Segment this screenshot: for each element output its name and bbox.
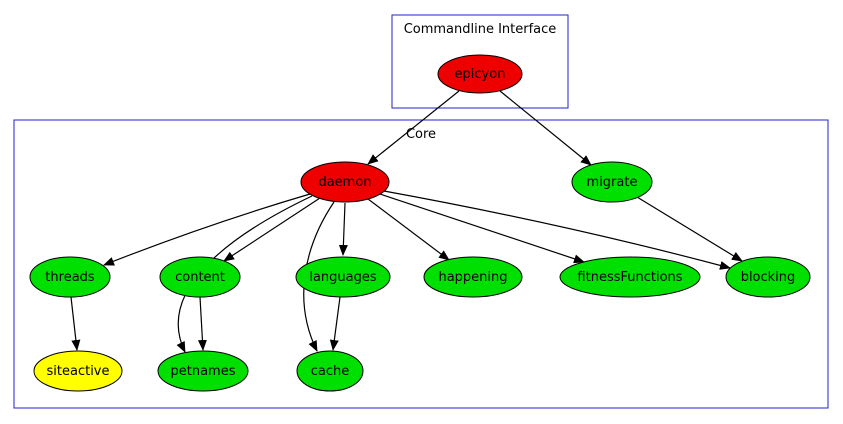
node-migrate-label: migrate bbox=[587, 175, 638, 190]
node-languages: languages bbox=[295, 256, 391, 298]
node-content-shape bbox=[159, 256, 241, 298]
edge-epicyon-daemon bbox=[367, 90, 460, 165]
edge-daemon-happening bbox=[367, 198, 450, 261]
node-fitnessFunctions-shape bbox=[559, 256, 701, 298]
edge-daemon-languages bbox=[338, 202, 348, 256]
node-threads-label: threads bbox=[45, 270, 95, 285]
node-languages-shape bbox=[295, 256, 391, 298]
edge-daemon-fitnessFunctions bbox=[379, 193, 585, 264]
node-blocking-shape bbox=[725, 256, 811, 298]
node-siteactive: siteactive bbox=[33, 350, 123, 392]
node-fitnessFunctions-label: fitnessFunctions bbox=[577, 270, 682, 285]
node-content: content bbox=[159, 256, 241, 298]
node-siteactive-shape bbox=[33, 350, 123, 392]
edge-daemon-content bbox=[223, 197, 321, 262]
node-migrate: migrate bbox=[571, 161, 653, 203]
edge-epicyon-migrate bbox=[499, 90, 592, 166]
edge-languages-cache bbox=[329, 296, 341, 351]
node-cache-shape bbox=[296, 350, 364, 392]
node-happening-shape bbox=[423, 256, 523, 298]
node-epicyon-shape bbox=[437, 54, 523, 94]
edge-daemon-threads bbox=[103, 193, 311, 266]
node-threads: threads bbox=[29, 256, 111, 298]
node-happening-label: happening bbox=[438, 270, 507, 285]
node-daemon-label: daemon bbox=[318, 175, 371, 190]
node-content-label: content bbox=[175, 270, 225, 285]
node-cache: cache bbox=[296, 350, 364, 392]
edge-content-petnames bbox=[197, 296, 207, 351]
node-blocking-label: blocking bbox=[741, 270, 796, 285]
node-fitnessFunctions: fitnessFunctions bbox=[559, 256, 701, 298]
edge-threads-siteactive bbox=[70, 296, 81, 351]
cluster-core-label: Core bbox=[406, 127, 436, 142]
node-petnames-shape bbox=[157, 350, 249, 392]
cluster-commandline-interface-box bbox=[391, 14, 569, 109]
node-migrate-shape bbox=[571, 161, 653, 203]
node-blocking: blocking bbox=[725, 256, 811, 298]
node-languages-label: languages bbox=[309, 270, 377, 285]
node-epicyon-label: epicyon bbox=[455, 67, 506, 82]
node-petnames-label: petnames bbox=[171, 364, 236, 379]
node-daemon-shape bbox=[300, 161, 390, 203]
edges bbox=[70, 90, 743, 353]
node-petnames: petnames bbox=[157, 350, 249, 392]
node-siteactive-label: siteactive bbox=[47, 364, 110, 379]
cluster-commandline-interface: Commandline Interface bbox=[391, 14, 569, 109]
edge-migrate-blocking bbox=[636, 196, 743, 262]
node-epicyon: epicyon bbox=[437, 54, 523, 94]
cluster-core-box bbox=[13, 119, 829, 409]
node-cache-label: cache bbox=[311, 364, 350, 379]
cluster-core: Core bbox=[13, 119, 829, 409]
edge-daemon-blocking bbox=[383, 190, 731, 270]
cluster-commandline-interface-label: Commandline Interface bbox=[404, 22, 557, 37]
node-daemon: daemon bbox=[300, 161, 390, 203]
node-happening: happening bbox=[423, 256, 523, 298]
node-threads-shape bbox=[29, 256, 111, 298]
